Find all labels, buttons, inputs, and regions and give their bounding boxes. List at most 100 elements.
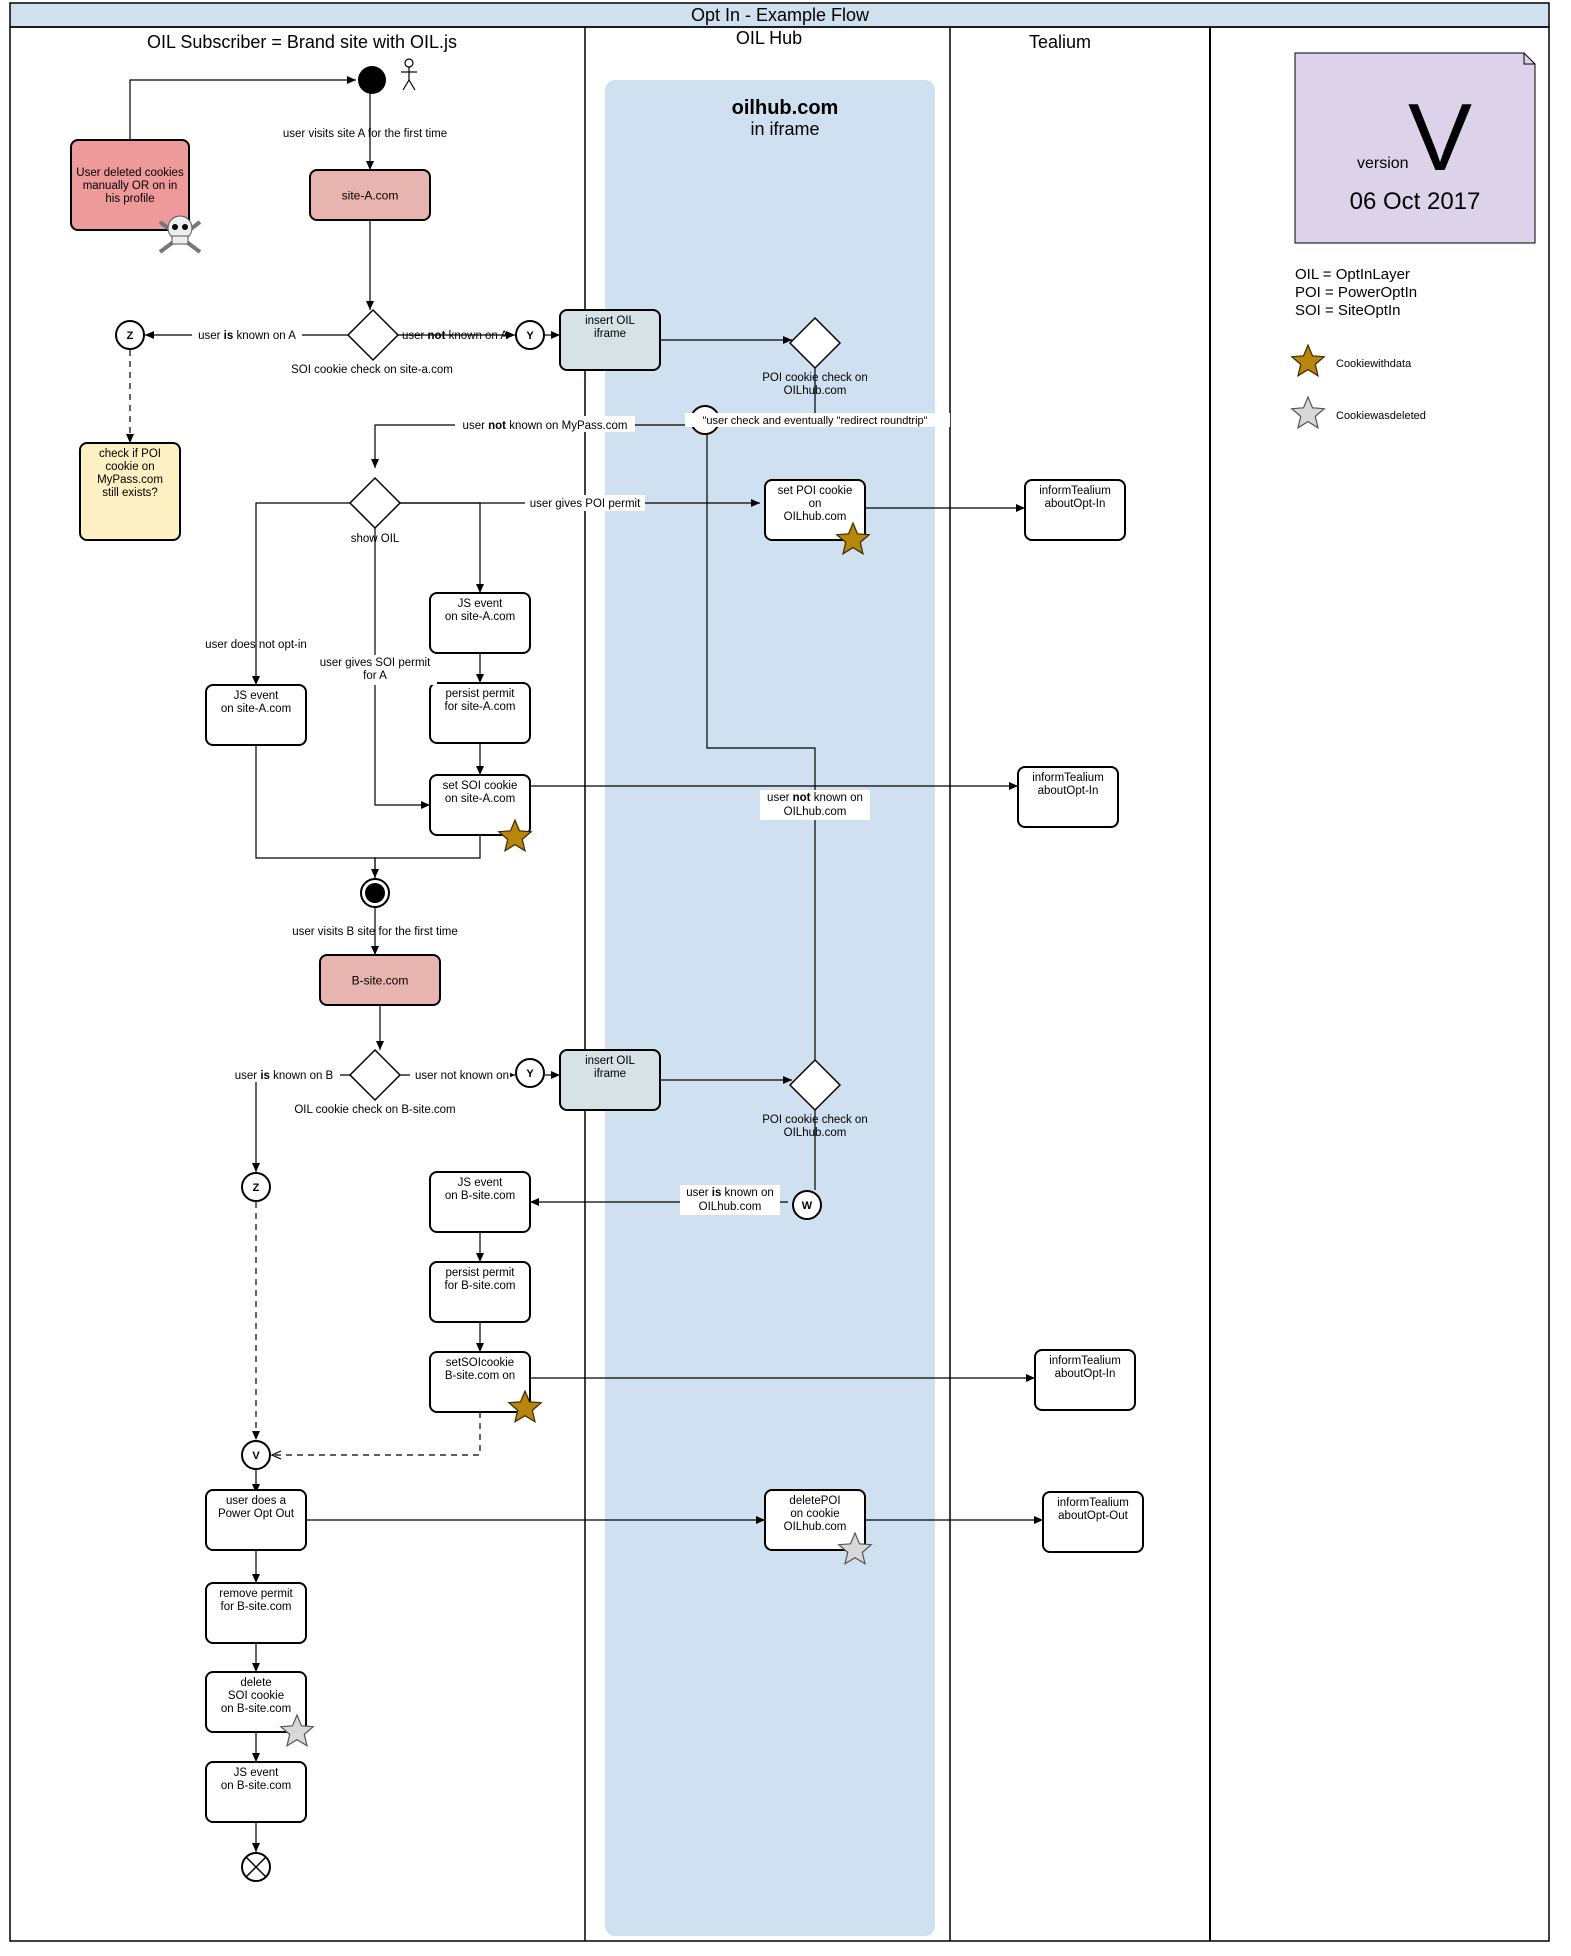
set-poi-cookie-node-text: on (809, 498, 822, 510)
version-letter: V (1408, 84, 1472, 191)
soi-cookie-a-star (497, 818, 533, 853)
end-node (241, 1852, 271, 1882)
site-a-node: site-A.com (309, 169, 431, 221)
delete-soi-cookie-b-site-text: delete (240, 1677, 271, 1689)
soi-cookie-b-star (507, 1389, 543, 1424)
js-event-b-site-final-text: on B-site.com (221, 1780, 291, 1792)
persist-permit-site-a-text: persist permit (445, 688, 515, 700)
edge-showoil-to-setsoi (374, 528, 430, 809)
inform-tealium-poi-text: aboutOpt-In (1045, 498, 1106, 510)
edge-setsoi-to-merge (371, 835, 481, 878)
set-soi-cookie-site-a-text: set SOI cookie (443, 780, 518, 792)
poi-check-b-diamond (788, 1058, 842, 1112)
inform-tealium-poi-text: informTealium (1039, 485, 1111, 497)
label-gives-poi: user gives POI permit (530, 498, 641, 510)
start-node (358, 66, 386, 94)
js-event-site-a-right-text: JS event (458, 598, 504, 610)
soi-deleted-star (279, 1713, 315, 1748)
connector-w-letter: W (802, 1200, 813, 1212)
skull-icon (158, 215, 202, 254)
set-soi-cookie-b-site-text: setSOIcookie (446, 1357, 514, 1369)
check-poi-mypass-node-text: cookie on (105, 461, 154, 473)
delete-poi-cookie-node-text: OILhub.com (784, 1521, 847, 1533)
power-opt-out-node-text: Power Opt Out (218, 1508, 295, 1520)
edge-setsoiB-to-v (272, 1412, 481, 1455)
connector-z-1: Z (115, 320, 145, 350)
persist-permit-b-site-text: persist permit (445, 1267, 515, 1279)
connector-z-1-letter: Z (127, 330, 134, 342)
label-known-b-bg (225, 1066, 340, 1082)
connector-y-2-letter: Y (526, 1068, 534, 1080)
label-not-mypass-bg (455, 416, 635, 432)
version-card: version V 06 Oct 2017 (1294, 52, 1536, 244)
persist-permit-site-a-text: for site-A.com (445, 701, 516, 713)
label-not-known-hub-1: user not known on (767, 792, 863, 804)
label-gives-soi-bg (315, 655, 437, 685)
remove-permit-b-site-text: for B-site.com (221, 1601, 292, 1613)
label-known-a-bg (192, 326, 302, 342)
label-not-mypass: user not known on MyPass.com (463, 420, 628, 432)
label-poi-check-a-1: POI cookie check on (762, 372, 867, 384)
legend-cookie-with-data: Cookiewithdata (1336, 358, 1412, 370)
js-event-site-a-left-text: JS event (234, 690, 280, 702)
delete-soi-cookie-b-site-text: SOI cookie (228, 1690, 284, 1702)
edge-deleted-to-start (129, 76, 356, 140)
power-opt-out-node-text: user does a (226, 1495, 287, 1507)
diagram-frame (9, 26, 1550, 1942)
connector-y-1-letter: Y (526, 330, 534, 342)
diagram-title: Opt In - Example Flow (691, 5, 870, 25)
label-known-hub-1: user is known on (686, 1187, 774, 1199)
deleted-cookies-node-text: User deleted cookies (76, 167, 184, 179)
legend-abbrev-soi: SOI = SiteOptIn (1295, 302, 1400, 319)
poi-check-a-diamond (788, 316, 842, 370)
delete-poi-cookie-node-text: on cookie (790, 1508, 839, 1520)
label-poi-check-a-2: OILhub.com (784, 385, 847, 397)
label-does-not-opt: user does not opt-in (205, 639, 307, 651)
hub-frame-subtitle: in iframe (750, 119, 819, 139)
lane-title-hub: OIL Hub (736, 28, 802, 48)
edge-jsA1-to-merge (255, 745, 376, 880)
inform-tealium-opt-out-text: informTealium (1057, 1497, 1129, 1509)
connector-y-1: Y (515, 320, 545, 350)
inform-tealium-soi-b-text: informTealium (1049, 1355, 1121, 1367)
lane-title-subscriber: OIL Subscriber = Brand site with OIL.js (147, 32, 457, 52)
set-soi-cookie-site-a-text: on site-A.com (445, 793, 515, 805)
deleted-cookies-node-text: his profile (105, 193, 154, 205)
label-gives-poi-bg (525, 495, 645, 511)
delete-soi-cookie-b-site-text: on B-site.com (221, 1703, 291, 1715)
inform-tealium-soi-b-text: aboutOpt-In (1055, 1368, 1116, 1380)
set-soi-cookie-b-site-text: B-site.com on (445, 1370, 515, 1382)
version-date: 06 Oct 2017 (1350, 188, 1481, 215)
b-site-node-text: B-site.com (352, 973, 409, 987)
label-not-known-hub-2: OILhub.com (784, 806, 847, 818)
label-not-known-b: user not known on (415, 1070, 509, 1082)
title-bar: Opt In - Example Flow (9, 2, 1550, 28)
user-actor-icon (401, 58, 417, 91)
flow-labels: user visits site A for the first timeuse… (192, 128, 950, 1215)
delete-poi-cookie-node-text: deletePOI (789, 1495, 840, 1507)
hub-frame-title: oilhub.com (732, 97, 839, 119)
label-known-hub-bg (680, 1185, 780, 1215)
check-poi-mypass-node-text: MyPass.com (97, 474, 163, 486)
connector-v: V (241, 1440, 271, 1470)
connector-z-2-letter: Z (253, 1182, 260, 1194)
b-site-node: B-site.com (319, 954, 441, 1006)
connector-z-2: Z (241, 1172, 271, 1202)
deleted-cookies-node-text: manually OR on in (83, 180, 178, 192)
check-poi-mypass-node-text: still exists? (102, 487, 158, 499)
label-known-a: user is known on A (198, 330, 296, 342)
connector-y-2: Y (515, 1058, 545, 1088)
